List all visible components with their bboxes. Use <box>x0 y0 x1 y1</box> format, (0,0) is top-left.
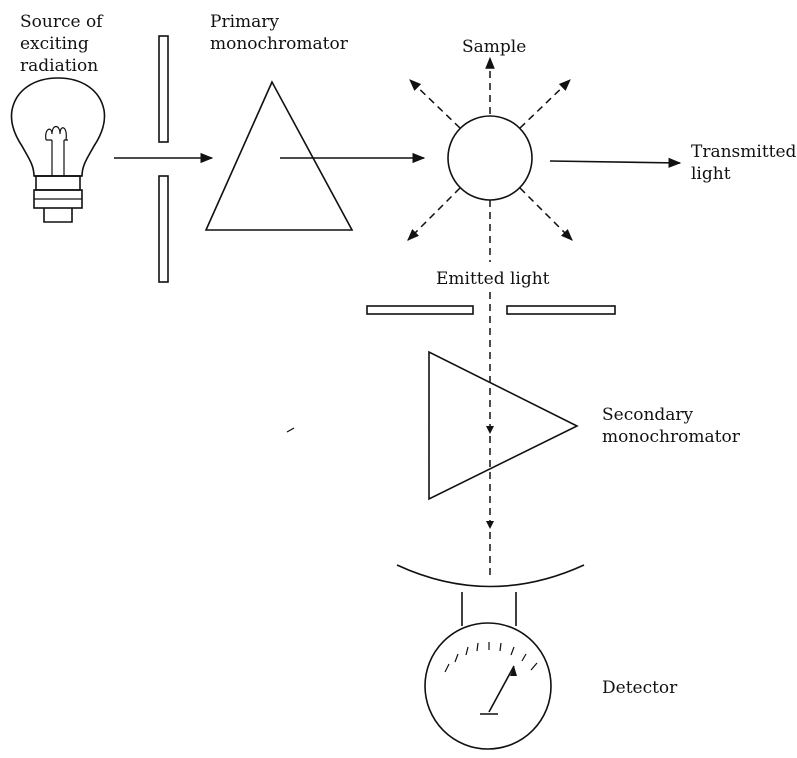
transmitted-light-arrow <box>549 157 682 168</box>
entrance-slit-top <box>158 35 169 143</box>
detector-collector-arc <box>396 564 585 588</box>
secondary-monochromator-label: Secondary monochromator <box>602 404 740 448</box>
emission-scatter-arrows <box>407 56 573 241</box>
meter-dial-icon <box>424 622 552 750</box>
exit-slit-left <box>366 305 474 315</box>
emitted-arrowhead-2 <box>486 521 494 529</box>
meter-ticks <box>444 642 538 673</box>
secondary-monochromator-prism <box>428 350 579 501</box>
entrance-slit-bottom <box>158 175 169 283</box>
detector-neck <box>461 592 517 626</box>
primary-monochromator-label-line-2: monochromator <box>210 34 348 54</box>
sample-label: Sample <box>462 37 527 57</box>
exit-slit-right <box>506 305 616 315</box>
secondary-monochromator-label-line-2: monochromator <box>602 427 740 447</box>
primary-monochromator-label-line-1: Primary <box>210 12 279 32</box>
transmitted-light-label-line-2: light <box>691 164 731 184</box>
stray-mark <box>286 427 295 433</box>
sample-circle <box>447 115 533 201</box>
source-label-line-1: Source of <box>20 12 103 32</box>
source-label-line-2: exciting <box>20 34 89 54</box>
emitted-arrowhead-1 <box>486 426 494 434</box>
transmitted-light-label-line-1: Transmitted <box>691 142 797 162</box>
source-label: Source of exciting radiation <box>20 11 102 77</box>
primary-monochromator-prism <box>204 80 354 231</box>
secondary-monochromator-label-line-1: Secondary <box>602 405 694 425</box>
emitted-light-label: Emitted light <box>436 269 550 289</box>
source-label-line-3: radiation <box>20 56 99 76</box>
light-bulb-icon <box>10 77 106 223</box>
transmitted-light-label: Transmitted light <box>691 141 796 185</box>
primary-monochromator-label: Primary monochromator <box>210 11 348 55</box>
detector-label: Detector <box>602 678 678 698</box>
